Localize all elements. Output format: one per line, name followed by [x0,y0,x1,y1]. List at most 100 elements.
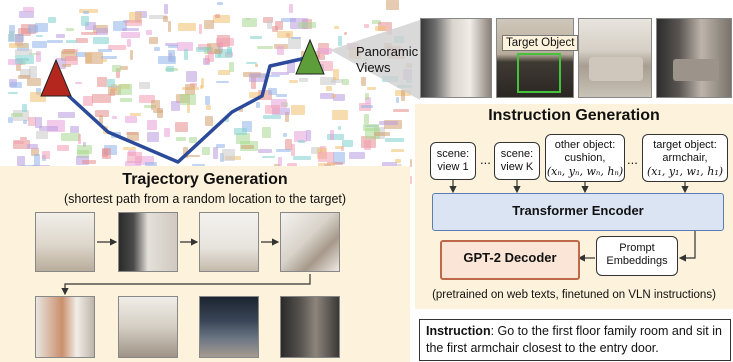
map-cell [66,39,78,44]
map-cell [333,152,346,164]
input-other-object: other object: cushion, (xₙ, yₙ, wₙ, hₙ) [545,134,625,182]
map-cell [390,148,404,152]
map-cell [157,108,164,118]
map-cell [18,75,30,79]
map-cell [335,146,343,150]
map-cell [153,47,161,51]
map-cell [392,109,410,112]
map-cell [22,120,28,125]
map-cell [150,100,160,111]
map-cell [325,86,333,91]
map-cell [34,23,49,33]
map-cell [75,81,82,85]
map-cell [317,48,332,55]
map-cell [291,105,306,115]
map-cell [299,77,309,83]
map-cell [214,49,232,59]
map-cell [19,11,34,18]
map-cell [124,20,143,26]
map-cell [58,112,75,119]
map-cell [139,82,151,89]
map-cell [95,110,109,118]
map-cell [241,144,255,149]
map-cell [257,90,272,101]
map-cell [337,125,341,130]
map-cell [343,31,348,35]
map-cell [305,129,311,141]
map-cell [76,155,89,165]
map-cell [329,130,335,140]
pano-image-4 [656,18,732,98]
target-object-box [517,53,561,93]
map-cell [409,159,412,168]
map-cell [130,50,134,60]
panoramic-callout [330,20,420,100]
trajectory-arrows [61,238,311,296]
map-cell [13,140,31,149]
map-cell [108,85,122,96]
map-cell [15,48,33,56]
map-cell [9,42,28,49]
map-cell [168,45,179,48]
map-cell [275,93,288,98]
map-cell [349,151,366,159]
map-cell [217,2,224,6]
map-cell [57,145,70,151]
map-cell [205,55,210,64]
map-cell [125,116,137,124]
map-cell [333,68,339,81]
map-cell [408,175,412,184]
map-cell [181,155,201,158]
map-cell [26,144,38,149]
map-cell [139,10,147,18]
pano-image-1 [420,18,492,98]
map-cell [257,45,274,50]
map-cell [167,49,176,62]
map-cell [214,14,220,19]
map-cell [129,12,143,24]
map-cell [385,138,404,143]
map-cell [204,95,211,106]
instruction-label: Instruction [426,324,491,338]
map-cell [262,17,273,23]
map-cell [204,116,214,127]
trajectory-frame-8 [280,296,340,358]
input-target-object: target object: armchair, (x₁, y₁, w₁, h₁… [642,134,728,182]
map-cell [103,145,118,155]
map-cell [28,116,36,127]
map-cell [277,157,282,167]
map-cell [62,64,71,67]
trajectory-frame-3 [199,212,259,272]
panoramic-image-strip: Target Object [420,18,732,100]
map-cell [184,49,188,60]
map-cell [77,134,82,145]
map-cell [233,128,248,135]
map-cell [286,61,295,73]
map-cell [116,67,121,79]
target-location-marker [295,38,325,75]
map-cell [182,146,189,158]
map-cell [96,27,109,35]
map-cell [248,73,266,83]
map-cell [27,25,38,33]
map-cell [206,43,220,55]
map-cell [15,63,22,72]
map-cell [127,152,143,163]
map-cell [317,152,335,162]
map-cell [293,131,308,142]
map-cell [218,42,224,53]
map-cell [97,49,113,53]
map-cell [341,139,354,147]
map-cell [167,20,172,32]
map-cell [35,51,42,62]
map-cell [96,76,107,88]
map-cell [342,78,350,85]
map-cell [367,87,377,91]
map-cell [163,128,170,137]
map-cell [38,126,58,132]
map-cell [277,46,284,56]
pano-image-3 [578,18,652,98]
map-cell [101,55,117,60]
map-cell [177,42,193,52]
prompt-embeddings-block: Prompt Embeddings [596,236,678,276]
